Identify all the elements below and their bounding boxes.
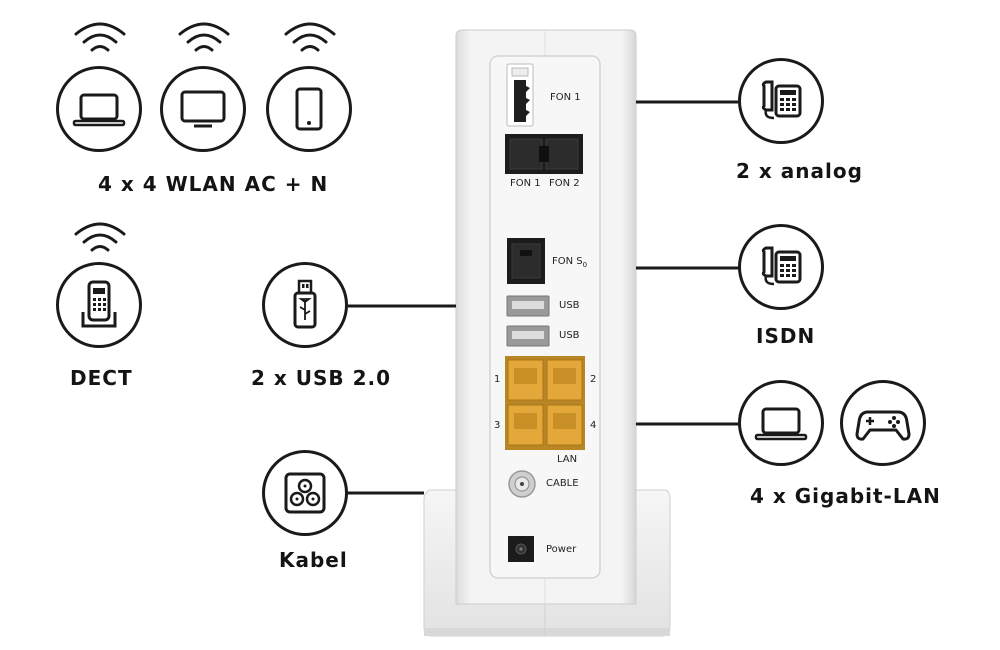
tablet-icon xyxy=(266,66,352,152)
port-label-lan1: 1 xyxy=(494,374,501,385)
port-label-lan4: 4 xyxy=(590,420,597,431)
port-label-lan3: 3 xyxy=(494,420,501,431)
wifi-icon xyxy=(74,222,126,252)
port-label-fon1: FON 1 xyxy=(550,92,581,103)
analog-label: 2 x analog xyxy=(736,159,863,183)
kabel-label: Kabel xyxy=(279,548,348,572)
lan-label: 4 x Gigabit-LAN xyxy=(750,484,941,508)
usb-stick-icon xyxy=(262,262,348,348)
gamepad-icon xyxy=(840,380,926,466)
port-label-fons0: FON S0 xyxy=(552,256,588,269)
isdn-phone-icon xyxy=(738,224,824,310)
port-label-lan2: 2 xyxy=(590,374,597,385)
monitor-icon xyxy=(160,66,246,152)
lan-laptop-icon xyxy=(738,380,824,466)
dect-phone-icon xyxy=(56,262,142,348)
isdn-label: ISDN xyxy=(756,324,816,348)
port-label-power: Power xyxy=(546,544,577,555)
port-label-cable: CABLE xyxy=(546,478,579,489)
port-label-usb-2: USB xyxy=(559,330,580,341)
wifi-icon xyxy=(178,22,230,52)
port-label-usb-1: USB xyxy=(559,300,580,311)
laptop-icon xyxy=(56,66,142,152)
dect-label: DECT xyxy=(70,366,133,390)
port-label-fon2: FON 2 xyxy=(549,178,580,189)
coax-socket-icon xyxy=(262,450,348,536)
usb-label: 2 x USB 2.0 xyxy=(251,366,392,390)
wifi-icon xyxy=(74,22,126,52)
wifi-icon xyxy=(284,22,336,52)
analog-phone-icon xyxy=(738,58,824,144)
port-label-fon1-rj11: FON 1 xyxy=(510,178,541,189)
port-label-lan: LAN xyxy=(557,454,578,465)
wlan-label: 4 x 4 WLAN AC + N xyxy=(98,172,329,196)
